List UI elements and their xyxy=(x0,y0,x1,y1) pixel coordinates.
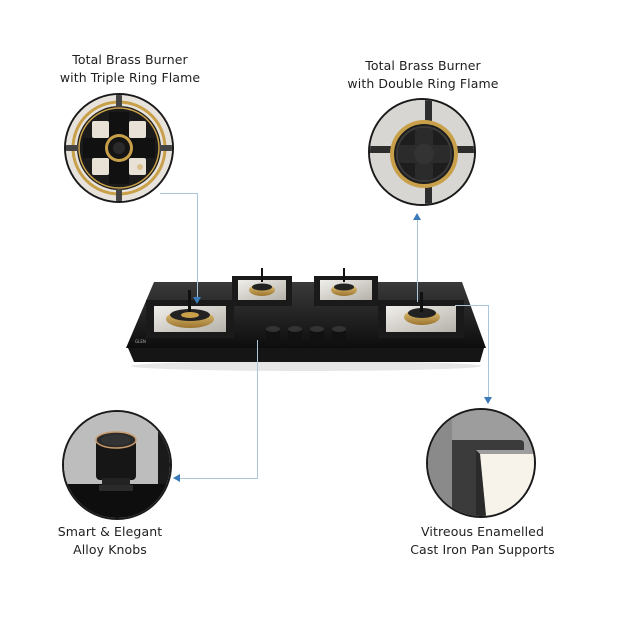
caption-line: Alloy Knobs xyxy=(73,542,147,557)
caption-line: Vitreous Enamelled xyxy=(421,524,544,539)
cooktop-image xyxy=(126,268,486,371)
arrow-knobs xyxy=(173,474,180,482)
caption-knobs: Smart & Elegant Alloy Knobs xyxy=(40,523,180,559)
caption-double-ring: Total Brass Burner with Double Ring Flam… xyxy=(328,57,518,93)
caption-triple-ring: Total Brass Burner with Triple Ring Flam… xyxy=(40,51,220,87)
caption-line: Smart & Elegant xyxy=(57,524,163,539)
double-ring-burner-closeup xyxy=(368,98,476,206)
connector-knobs-vertical xyxy=(257,340,258,478)
knob-row xyxy=(266,326,346,346)
brand-mark: GLEN xyxy=(135,339,146,344)
caption-line: with Triple Ring Flame xyxy=(59,70,201,85)
gas-cooktop xyxy=(124,262,488,372)
triple-ring-burner-closeup xyxy=(64,93,174,203)
knob-image xyxy=(64,412,170,518)
arrow-double-ring xyxy=(413,213,421,220)
arrow-pan-supports xyxy=(484,397,492,404)
connector-triple-ring xyxy=(160,193,198,194)
connector-double-ring xyxy=(417,220,418,302)
caption-line: with Double Ring Flame xyxy=(347,76,499,91)
knob-closeup xyxy=(62,410,172,520)
arrow-triple-ring xyxy=(193,297,201,304)
pan-support-image xyxy=(428,410,534,516)
pan-support-closeup xyxy=(426,408,536,518)
connector-knobs-horizontal xyxy=(180,478,258,479)
caption-line: Cast Iron Pan Supports xyxy=(410,542,555,557)
connector-triple-ring-vertical xyxy=(197,193,198,298)
caption-line: Total Brass Burner xyxy=(365,58,481,73)
double-ring-burner-image xyxy=(370,100,474,204)
caption-line: Total Brass Burner xyxy=(72,52,188,67)
connector-pan-supports-horizontal xyxy=(455,305,489,306)
triple-ring-burner-image xyxy=(66,95,172,201)
connector-pan-supports-vertical xyxy=(488,305,489,398)
caption-pan-supports: Vitreous Enamelled Cast Iron Pan Support… xyxy=(395,523,570,559)
